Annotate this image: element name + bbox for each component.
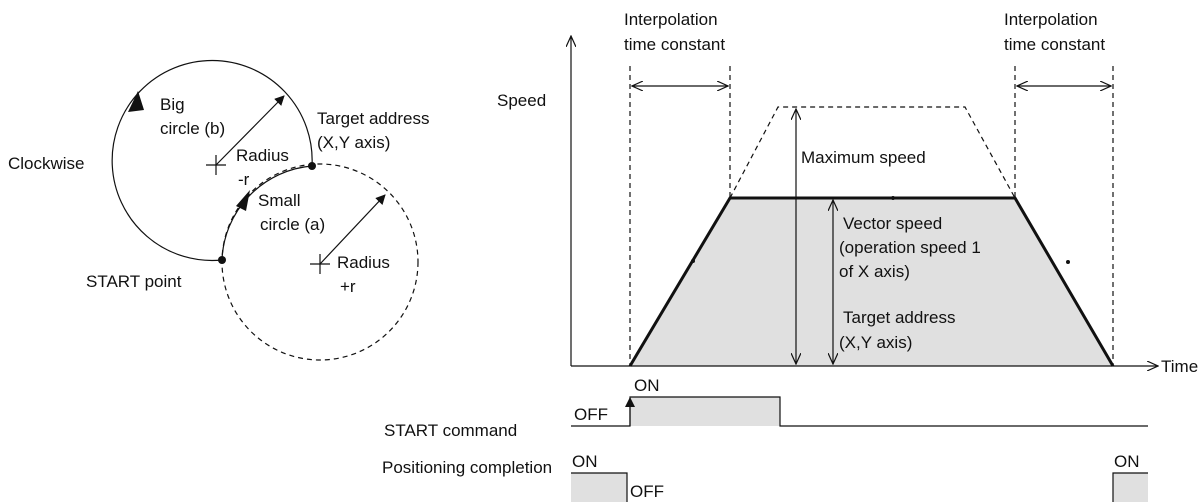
pos-completion-waveform — [571, 472, 628, 502]
interp-right-label-1: Interpolation — [1004, 10, 1098, 29]
start-command-on-label: ON — [634, 376, 660, 395]
slope-mark-left — [691, 259, 695, 263]
big-circle-b-label: circle (b) — [160, 119, 225, 138]
vector-speed-label-1: Vector speed — [843, 214, 942, 233]
pos-completion-on-right-label: ON — [1114, 452, 1140, 471]
pos-completion-label: Positioning completion — [382, 458, 552, 477]
start-command-waveform — [571, 396, 1148, 427]
radius-neg-label: Radius — [236, 146, 289, 165]
small-circle-a-label: circle (a) — [260, 215, 325, 234]
slope-mark-right — [1066, 260, 1070, 264]
interp-left-label-1: Interpolation — [624, 10, 718, 29]
pos-completion-waveform-right — [1112, 472, 1148, 502]
target-address-chart-label-2: (X,Y axis) — [839, 333, 912, 352]
radius-pos-label: Radius — [337, 253, 390, 272]
pos-completion-off-label: OFF — [630, 482, 664, 501]
maximum-speed-label: Maximum speed — [801, 148, 926, 167]
small-circle-direction-arrow — [236, 190, 250, 211]
start-point-label: START point — [86, 272, 182, 291]
vector-speed-profile — [628, 196, 1115, 367]
big-radius-arrow — [215, 95, 285, 166]
vector-speed-label-2: (operation speed 1 — [839, 238, 981, 257]
radius-pos-value: +r — [340, 277, 356, 296]
pos-completion-on-fill-right — [1113, 473, 1148, 502]
target-address-chart-label-1: Target address — [843, 308, 955, 327]
big-circle-label: Big — [160, 95, 185, 114]
start-command-signal: START command ON OFF — [384, 376, 1148, 440]
positioning-completion-signal: Positioning completion ON OFF ON — [382, 452, 1148, 502]
radius-neg-value: -r — [238, 170, 250, 189]
x-axis-label: Time — [1161, 357, 1198, 376]
y-axis-label: Speed — [497, 91, 546, 110]
flat-mark — [891, 196, 895, 200]
clockwise-label: Clockwise — [8, 154, 85, 173]
pos-completion-on-left-label: ON — [572, 452, 598, 471]
small-circle-arc — [221, 165, 313, 261]
start-command-label: START command — [384, 421, 517, 440]
start-command-off-label: OFF — [574, 405, 608, 424]
start-point-dot — [218, 256, 226, 264]
pos-completion-on-fill-left — [571, 473, 627, 502]
target-address-axis-label: (X,Y axis) — [317, 133, 390, 152]
vector-speed-label-3: of X axis) — [839, 262, 910, 281]
speed-time-chart: Interpolation time constant Interpolatio… — [497, 10, 1198, 376]
big-circle-direction-arrow — [128, 91, 144, 112]
target-address-label: Target address — [317, 109, 429, 128]
start-command-on-fill — [630, 397, 780, 426]
vector-speed-profile-fill — [630, 198, 1113, 366]
small-radius-arrow — [319, 194, 386, 265]
big-circle-arc — [111, 59, 313, 262]
interp-left-label-2: time constant — [624, 35, 725, 54]
interp-right-label-2: time constant — [1004, 35, 1105, 54]
small-circle-label: Small — [258, 191, 301, 210]
circular-interpolation-diagram: Big circle (b) Target address (X,Y axis)… — [8, 59, 429, 361]
target-address-dot — [308, 162, 316, 170]
